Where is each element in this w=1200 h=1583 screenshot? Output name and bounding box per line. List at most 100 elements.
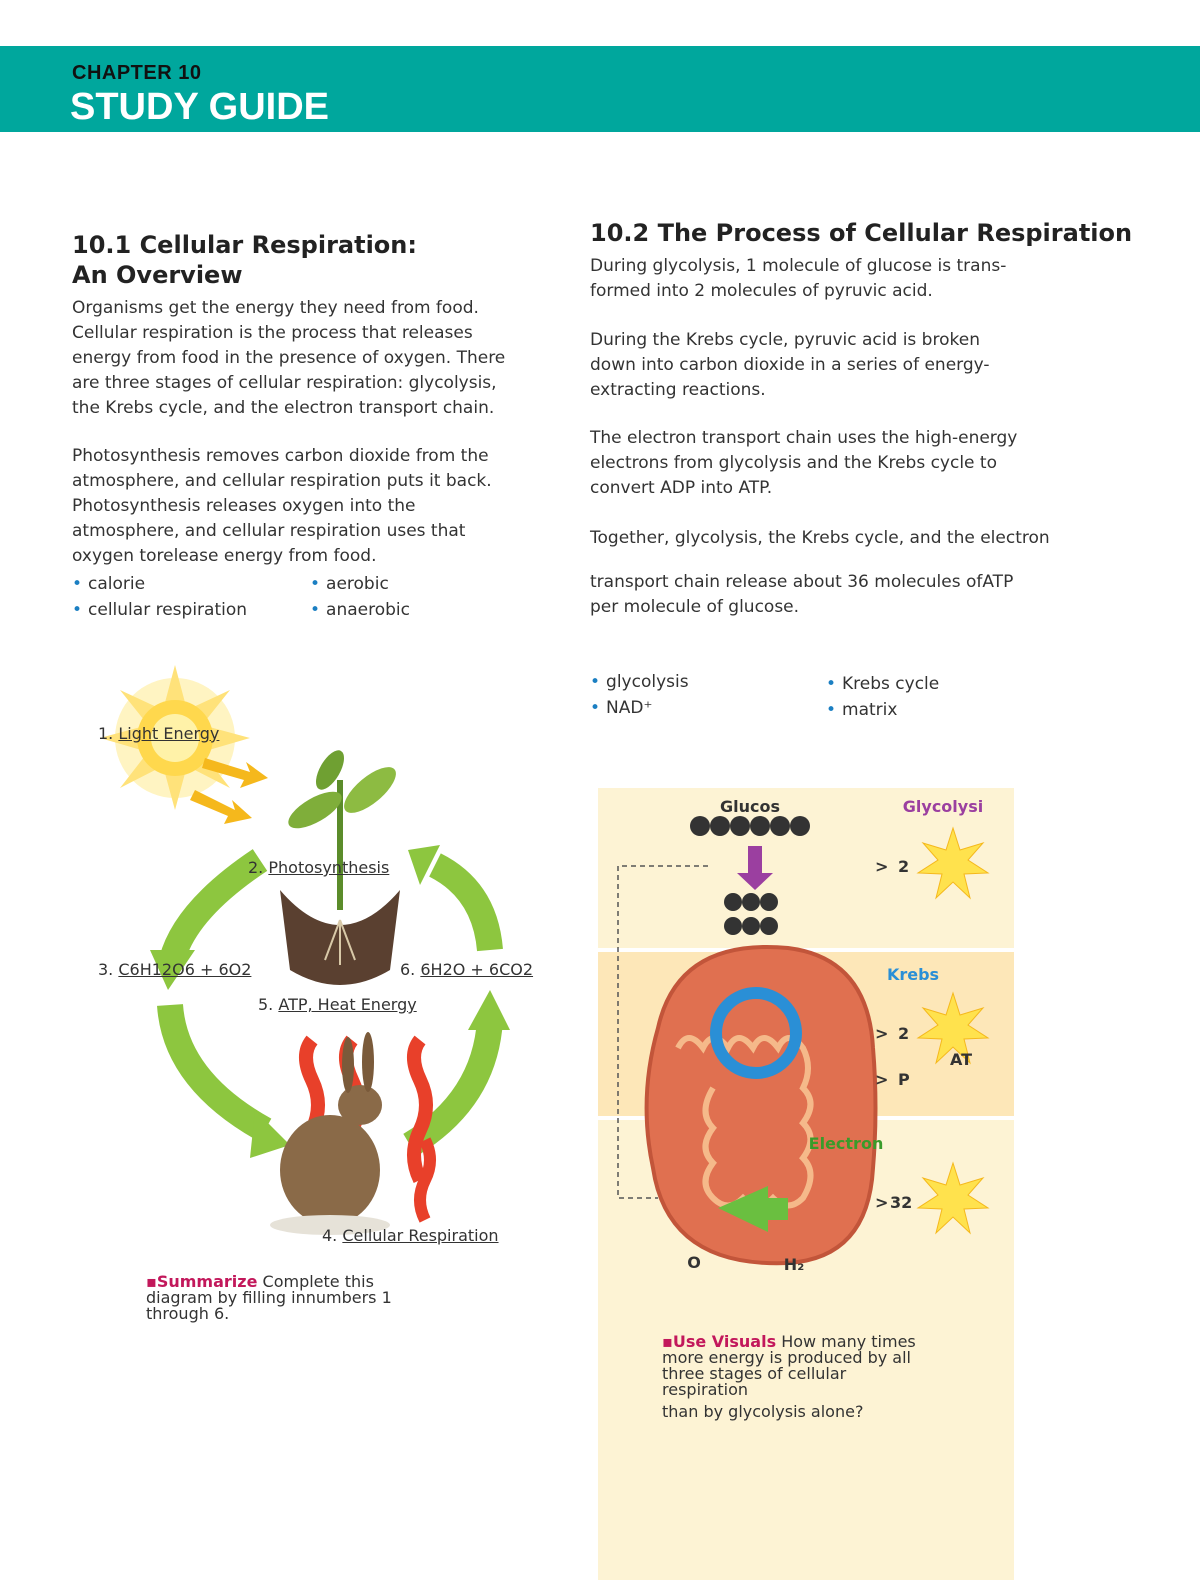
diagram-label-1: 1. Light Energy bbox=[98, 724, 219, 743]
vocab-item: •matrix bbox=[826, 700, 898, 720]
vocab-item: •glycolysis bbox=[590, 672, 689, 692]
vocab-term: cellular respiration bbox=[88, 600, 248, 620]
section2-paragraph4: Together, glycolysis, the Krebs cycle, a… bbox=[590, 526, 1050, 551]
vocab-item: •anaerobic bbox=[310, 600, 410, 620]
krebs-p-label: P bbox=[898, 1070, 910, 1089]
vocab-item: •cellular respiration bbox=[72, 600, 248, 620]
text-line: The electron transport chain uses the hi… bbox=[590, 428, 1018, 448]
diagram-label-2: 2. Photosynthesis bbox=[248, 858, 389, 877]
electron-output-arrow: > bbox=[875, 1193, 888, 1212]
section2-paragraph2: During the Krebs cycle, pyruvic acid is … bbox=[590, 328, 990, 403]
section2-paragraph1: During glycolysis, 1 molecule of glucose… bbox=[590, 254, 1006, 304]
text-line: convert ADP into ATP. bbox=[590, 478, 773, 498]
page-title: STUDY GUIDE bbox=[70, 86, 330, 128]
note-text: through 6. bbox=[146, 1304, 230, 1323]
note-text: than by glycolysis alone? bbox=[662, 1402, 864, 1421]
energy-star-icon bbox=[916, 826, 990, 900]
section2-paragraph3: The electron transport chain uses the hi… bbox=[590, 426, 1017, 501]
text-line: atmosphere, and cellular respiration put… bbox=[72, 471, 492, 491]
vocab-term: calorie bbox=[88, 574, 146, 594]
glycolysis-output: 2 bbox=[898, 857, 909, 876]
krebs-p-arrow: > bbox=[875, 1070, 888, 1089]
krebs-atp-label: AT bbox=[950, 1050, 972, 1069]
note-keyword: Use Visuals bbox=[672, 1332, 777, 1351]
glycolysis-label: Glycolysi bbox=[903, 797, 983, 816]
note-text: Complete this bbox=[262, 1272, 374, 1291]
text-line: are three stages of cellular respiration… bbox=[72, 373, 497, 393]
text-line: the Krebs cycle, and the electron transp… bbox=[72, 398, 495, 418]
energy-star-icon bbox=[916, 991, 990, 1065]
electron-output: 32 bbox=[890, 1193, 912, 1212]
summarize-note: ▪Summarize Complete this diagram by fill… bbox=[146, 1272, 392, 1323]
text-line: During glycolysis, 1 molecule of glucose… bbox=[590, 256, 1007, 276]
glycolysis-output-arrow: > bbox=[875, 857, 888, 876]
label-number: 1. bbox=[98, 724, 114, 743]
text-line: Cellular respiration is the process that… bbox=[72, 323, 473, 343]
diagram-label-3: 3. C6H12O6 + 6O2 bbox=[98, 960, 251, 979]
note-text: How many times bbox=[781, 1332, 916, 1351]
label-number: 4. bbox=[322, 1226, 338, 1245]
text-line: Photosynthesis removes carbon dioxide fr… bbox=[72, 446, 489, 466]
dashed-flow-line bbox=[617, 865, 708, 1199]
label-answer: Cellular Respiration bbox=[342, 1226, 499, 1245]
respiration-stages-diagram: Glucos Glycolysi Krebs Electron > 2 > 2 … bbox=[598, 788, 1014, 1580]
pyruvate-molecule-icon bbox=[724, 893, 778, 935]
plant-icon bbox=[280, 750, 400, 985]
glucose-molecule-icon bbox=[690, 816, 810, 836]
vocab-item: •NAD⁺ bbox=[590, 698, 653, 718]
text-line: Organisms get the energy they need from … bbox=[72, 298, 479, 318]
text-line: Photosynthesis releases oxygen into the bbox=[72, 496, 416, 516]
krebs-cycle-icon bbox=[710, 987, 802, 1079]
section1-paragraph1: Organisms get the energy they need from … bbox=[72, 296, 505, 421]
text-line: per molecule of glucose. bbox=[590, 597, 800, 617]
note-text: respiration bbox=[662, 1380, 749, 1399]
text-line: Together, glycolysis, the Krebs cycle, a… bbox=[590, 528, 1050, 548]
label-number: 6. bbox=[400, 960, 416, 979]
text-line: atmosphere, and cellular respiration use… bbox=[72, 521, 466, 541]
section2-paragraph5: transport chain release about 36 molecul… bbox=[590, 570, 1013, 620]
note-text: diagram by filling innumbers 1 bbox=[146, 1288, 392, 1307]
text-line: oxygen torelease energy from food. bbox=[72, 546, 377, 566]
label-answer: C6H12O6 + 6O2 bbox=[118, 960, 252, 979]
note-text: three stages of cellular bbox=[662, 1364, 847, 1383]
text-line: down into carbon dioxide in a series of … bbox=[590, 355, 990, 375]
section2-heading: 10.2 The Process of Cellular Respiration bbox=[590, 219, 1133, 247]
text-line: formed into 2 molecules of pyruvic acid. bbox=[590, 281, 933, 301]
text-line: energy from food in the presence of oxyg… bbox=[72, 348, 506, 368]
vocab-term: Krebs cycle bbox=[842, 674, 940, 694]
vocab-term: glycolysis bbox=[606, 672, 689, 692]
krebs-label: Krebs bbox=[887, 965, 939, 984]
energy-cycle-diagram bbox=[100, 665, 510, 1235]
use-visuals-note: ▪Use Visuals How many times more energy … bbox=[662, 1332, 916, 1421]
vocab-item: •calorie bbox=[72, 574, 146, 594]
electron-arrow-icon bbox=[718, 1186, 788, 1232]
text-line: transport chain release about 36 molecul… bbox=[590, 572, 1014, 592]
chapter-label: CHAPTER 10 bbox=[72, 62, 202, 84]
krebs-output-arrow: > bbox=[875, 1024, 888, 1043]
note-text: more energy is produced by all bbox=[662, 1348, 911, 1367]
text-line: electrons from glycolysis and the Krebs … bbox=[590, 453, 997, 473]
light-arrow-icon bbox=[190, 758, 268, 824]
oxygen-label: O bbox=[687, 1253, 701, 1272]
text-line: During the Krebs cycle, pyruvic acid is … bbox=[590, 330, 980, 350]
label-answer: 6H2O + 6CO2 bbox=[420, 960, 534, 979]
hydrogen-label: H₂ bbox=[784, 1255, 804, 1274]
text-line: extracting reactions. bbox=[590, 380, 766, 400]
vocab-item: •aerobic bbox=[310, 574, 389, 594]
header-banner bbox=[0, 46, 1200, 132]
electron-label: Electron bbox=[809, 1134, 884, 1153]
label-answer: Light Energy bbox=[118, 724, 220, 743]
label-answer: ATP, Heat Energy bbox=[278, 995, 417, 1014]
section1-heading-line2: An Overview bbox=[72, 261, 243, 289]
energy-star-icon bbox=[916, 1161, 990, 1235]
down-arrow-icon bbox=[737, 846, 773, 890]
vocab-term: NAD⁺ bbox=[606, 698, 653, 718]
label-number: 2. bbox=[248, 858, 264, 877]
vocab-term: anaerobic bbox=[326, 600, 410, 620]
diagram-label-5: 5. ATP, Heat Energy bbox=[258, 995, 417, 1014]
krebs-output: 2 bbox=[898, 1024, 909, 1043]
rabbit-icon bbox=[270, 1032, 390, 1235]
section1-heading: 10.1 Cellular Respiration: An Overview bbox=[72, 230, 417, 290]
section1-heading-line1: 10.1 Cellular Respiration: bbox=[72, 231, 417, 259]
diagram-label-4: 4. Cellular Respiration bbox=[322, 1226, 499, 1245]
